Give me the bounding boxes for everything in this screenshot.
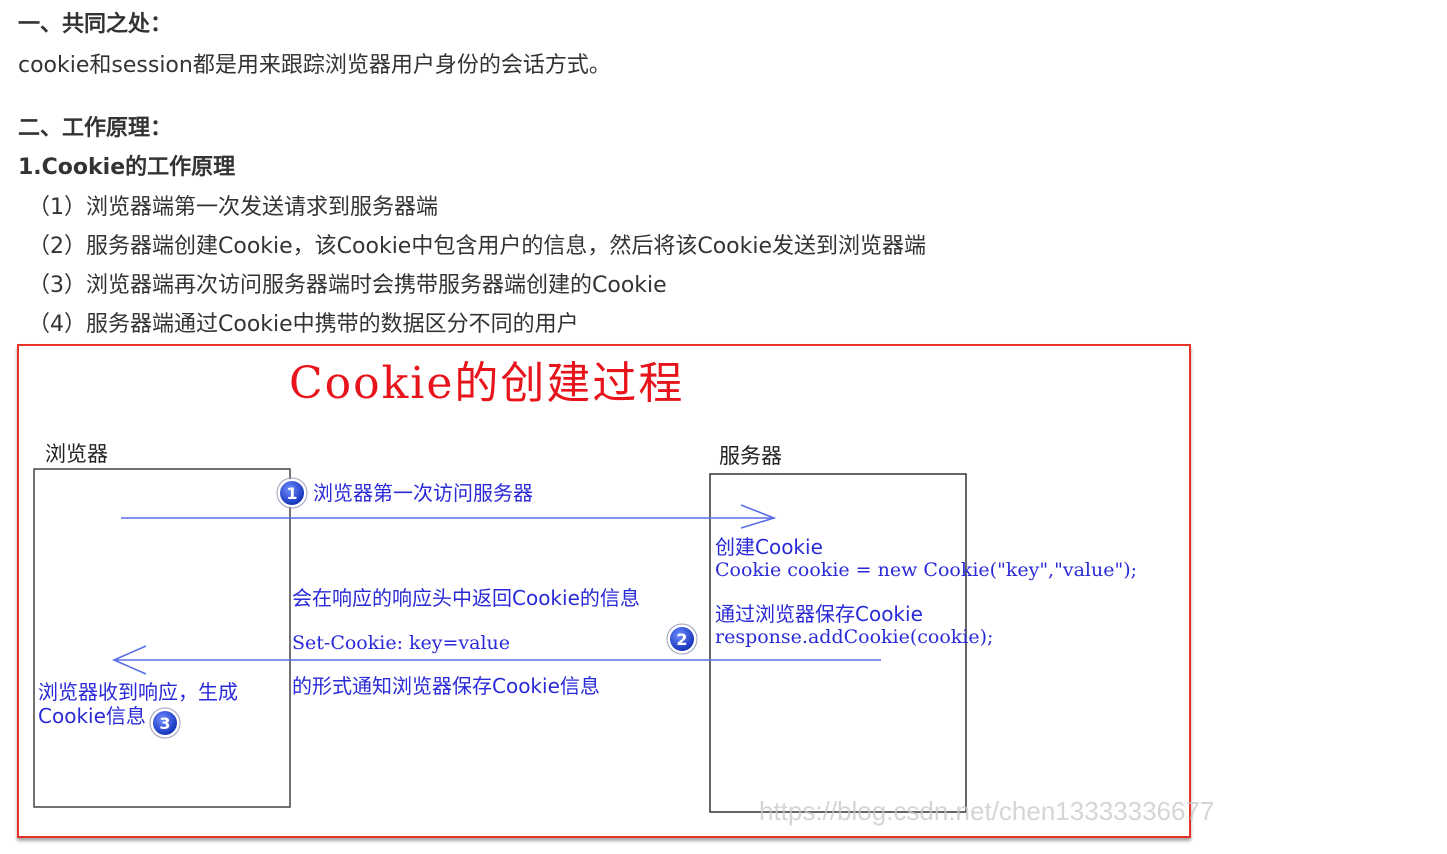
server-label: 服务器 [719,444,782,468]
browser-label: 浏览器 [45,442,108,466]
browser-receive-line-2: Cookie信息 [38,704,146,728]
server-code-1: Cookie cookie = new Cookie("key","value"… [715,559,1137,581]
list-item: （2）服务器端创建Cookie，该Cookie中包含用户的信息，然后将该Cook… [28,234,927,259]
response-line-1: 会在响应的响应头中返回Cookie的信息 [292,586,640,610]
step1-badge: 1 [276,477,308,509]
step2-badge: 2 [666,623,698,655]
svg-text:3: 3 [159,714,170,733]
figure-title: Cookie的创建过程 [289,358,684,409]
section1-text: cookie和session都是用来跟踪浏览器用户身份的会话方式。 [18,53,611,78]
list-item: （4）服务器端通过Cookie中携带的数据区分不同的用户 [28,312,579,337]
step3-badge: 3 [149,707,181,739]
svg-text:2: 2 [676,630,687,649]
list-item: （3）浏览器端再次访问服务器端时会携带服务器端创建的Cookie [28,273,667,298]
browser-box [33,468,291,808]
watermark: https://blog.csdn.net/chen13333336677 [759,796,1214,826]
cookie-process-figure: Cookie的创建过程 浏览器 服务器 1 浏览器第一次访问服务器 创建Cook… [17,344,1214,838]
server-create-text: 创建Cookie [715,535,823,559]
server-box [709,473,967,813]
section2-subheading: 1.Cookie的工作原理 [18,155,236,180]
server-save-text: 通过浏览器保存Cookie [715,602,923,626]
server-code-2: response.addCookie(cookie); [715,626,993,648]
response-arrowhead [112,645,147,675]
list-item: （1）浏览器端第一次发送请求到服务器端 [28,195,438,220]
step1-text: 浏览器第一次访问服务器 [313,481,533,505]
section2-heading: 二、工作原理： [18,116,173,141]
section1-heading: 一、共同之处： [18,12,173,37]
cookie-diagram: Cookie的创建过程 浏览器 服务器 1 浏览器第一次访问服务器 创建Cook… [33,358,1214,826]
response-line-2: Set-Cookie: key=value [292,632,510,654]
svg-text:1: 1 [286,484,297,503]
request-arrowhead [740,504,777,529]
browser-receive-line-1: 浏览器收到响应，生成 [38,680,238,704]
response-line-3: 的形式通知浏览器保存Cookie信息 [292,674,600,698]
